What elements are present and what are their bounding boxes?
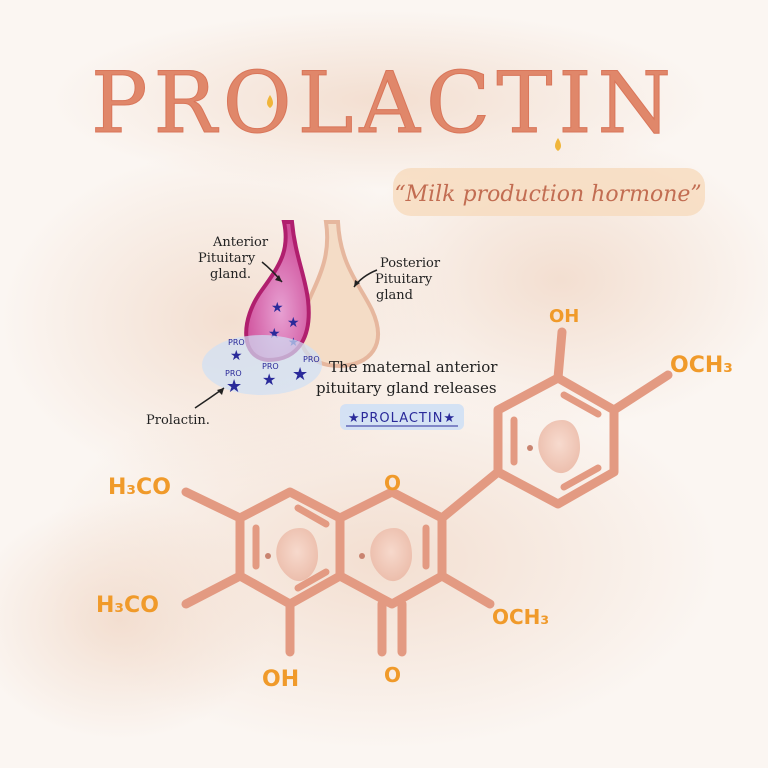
release-highlight: ★PROLACTIN★ — [348, 411, 456, 426]
svg-text:Posterior: Posterior — [380, 256, 441, 271]
h3co-lower-label: H₃CO — [96, 593, 159, 618]
svg-text:★: ★ — [292, 364, 308, 385]
svg-text:PRO: PRO — [228, 338, 245, 347]
svg-text:Pituitary: Pituitary — [375, 272, 433, 287]
release-highlight-box — [340, 404, 464, 430]
svg-text:gland.: gland. — [210, 267, 251, 282]
svg-text:PRO: PRO — [225, 369, 242, 378]
carbonyl-oxygen-label: O — [384, 663, 401, 687]
svg-text:PRO: PRO — [262, 362, 279, 371]
svg-text:★: ★ — [230, 348, 243, 364]
subtitle-highlight — [393, 168, 705, 216]
breast-icons — [265, 420, 580, 582]
aromatic-inner-bonds — [252, 391, 602, 592]
svg-text:Anterior: Anterior — [212, 235, 269, 250]
svg-text:Pituitary: Pituitary — [198, 251, 256, 266]
ring-oxygen-label: O — [384, 471, 401, 495]
svg-text:gland: gland — [376, 288, 413, 303]
svg-text:★: ★ — [262, 370, 276, 389]
subtitle: “Milk production hormone” — [394, 182, 701, 207]
h3co-upper-label: H₃CO — [108, 475, 171, 500]
molecule-bonds — [181, 327, 673, 657]
posterior-label: Posterior Pituitary gland — [375, 256, 441, 303]
released-prolactin: PRO PRO PRO PRO ★ ★ ★ ★ — [202, 335, 322, 397]
svg-text:The maternal anterior: The maternal anterior — [329, 358, 498, 376]
page-title: PROLACTIN — [91, 54, 677, 152]
och3-right-label: OCH₃ — [670, 353, 733, 378]
svg-text:★: ★ — [226, 376, 242, 397]
svg-text:★: ★ — [287, 315, 300, 331]
milk-drop-icons — [267, 95, 561, 151]
och3-mid-label: OCH₃ — [492, 605, 549, 629]
posterior-pituitary-gland — [298, 220, 380, 369]
oh-bottom-label: OH — [262, 667, 299, 692]
svg-text:pituitary gland releases: pituitary gland releases — [316, 379, 497, 397]
prolactin-label: Prolactin. — [146, 413, 210, 428]
oh-top-label: OH — [549, 306, 579, 327]
release-description: The maternal anterior pituitary gland re… — [316, 358, 498, 397]
anterior-label: Anterior Pituitary gland. — [198, 235, 269, 282]
molecule-group-labels: OH OCH₃ H₃CO H₃CO OH O O OCH₃ — [96, 306, 733, 692]
svg-text:PRO: PRO — [303, 355, 320, 364]
svg-text:★: ★ — [271, 300, 284, 316]
